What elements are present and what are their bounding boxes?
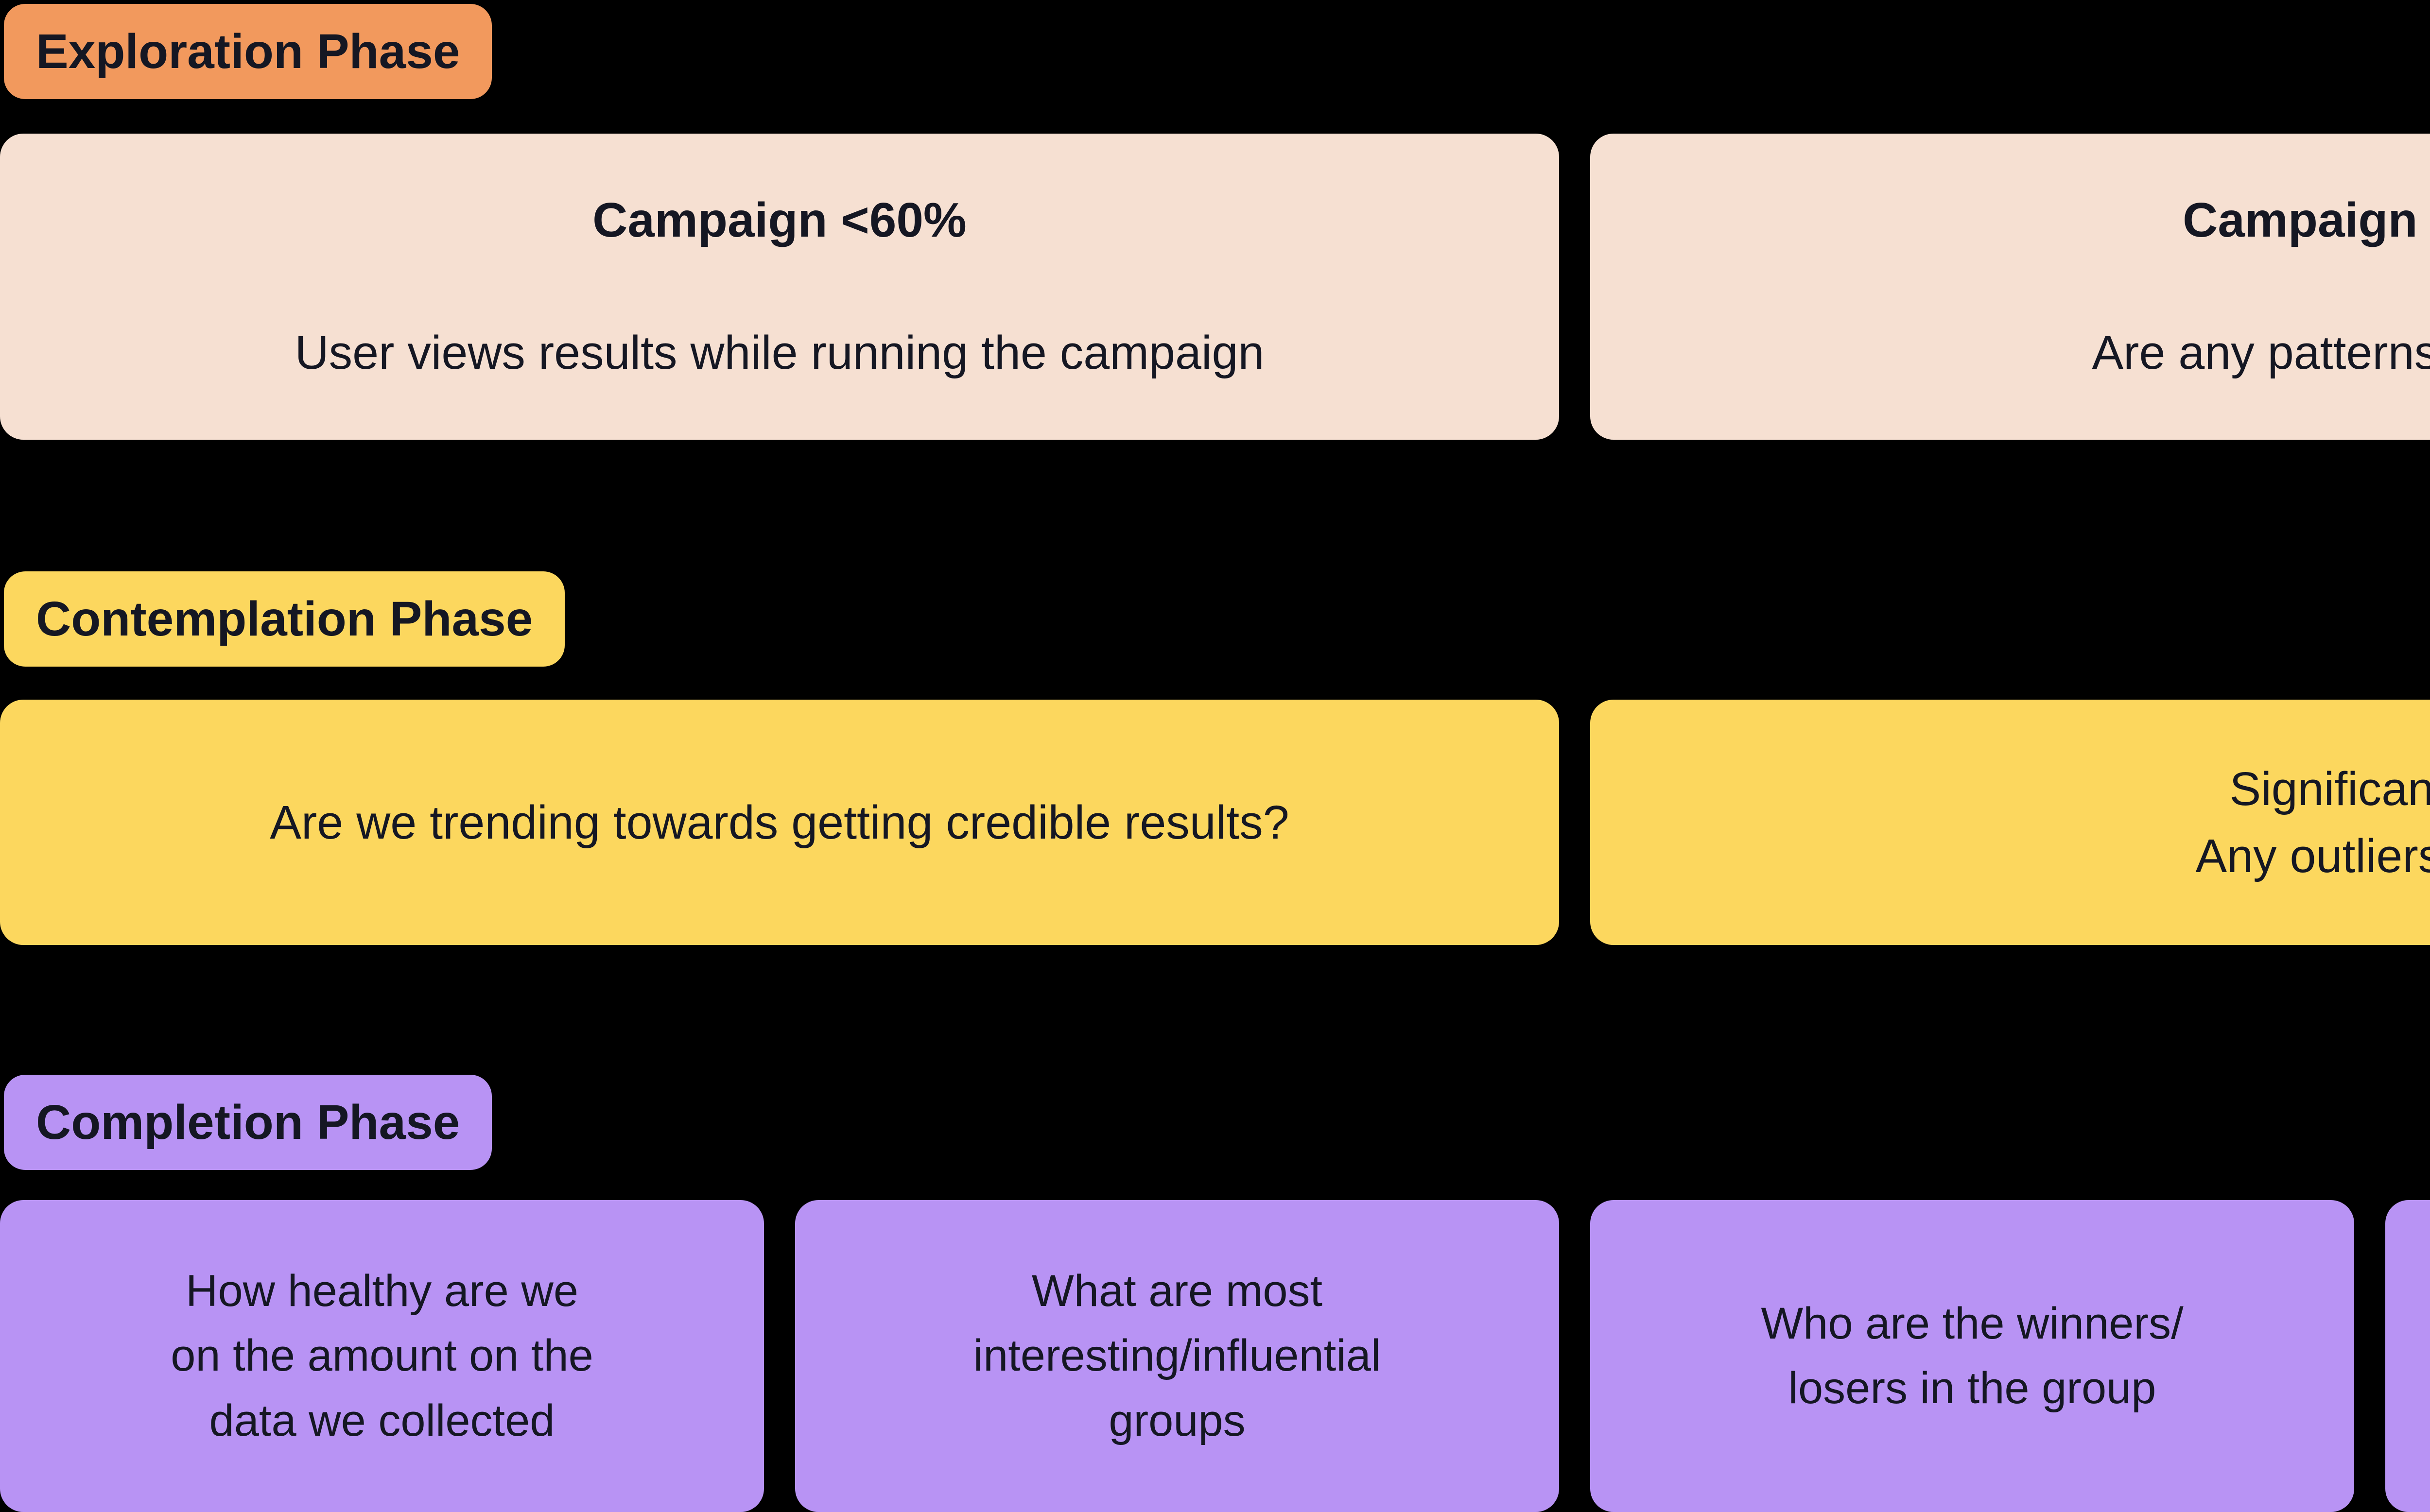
card-data-health: How healthy are we on the amount on the …: [0, 1200, 764, 1512]
exploration-phase-label: Exploration Phase: [4, 4, 492, 99]
card-influential-groups-body: What are most interesting/influential gr…: [973, 1266, 1381, 1445]
card-influential-groups: What are most interesting/influential gr…: [795, 1200, 1559, 1512]
card-campaign-under-60-body: User views results while running the cam…: [295, 326, 1265, 379]
card-campaign-over-60: Campaign >60% Are any patterns emerging: [1590, 134, 2430, 440]
card-credible-results: Are we trending towards getting credible…: [0, 700, 1559, 945]
card-ads-to-scale: Which of these ads should I scale: [2385, 1200, 2430, 1512]
card-campaign-over-60-title: Campaign >60%: [2183, 193, 2430, 247]
card-campaign-over-60-body: Are any patterns emerging: [2092, 326, 2430, 379]
card-data-health-body: How healthy are we on the amount on the …: [171, 1266, 593, 1445]
card-campaign-under-60: Campaign <60% User views results while r…: [0, 134, 1559, 440]
card-significance-outliers: Significance? Any outliers yet?: [1590, 700, 2430, 945]
card-winners-losers-body: Who are the winners/ losers in the group: [1761, 1298, 2184, 1413]
contemplation-phase-label: Contemplation Phase: [4, 571, 565, 667]
completion-phase-label: Completion Phase: [4, 1075, 492, 1170]
card-winners-losers: Who are the winners/ losers in the group: [1590, 1200, 2354, 1512]
card-credible-results-body: Are we trending towards getting credible…: [270, 795, 1289, 849]
card-campaign-under-60-title: Campaign <60%: [592, 193, 967, 247]
card-significance-outliers-body: Significance? Any outliers yet?: [2195, 762, 2430, 882]
